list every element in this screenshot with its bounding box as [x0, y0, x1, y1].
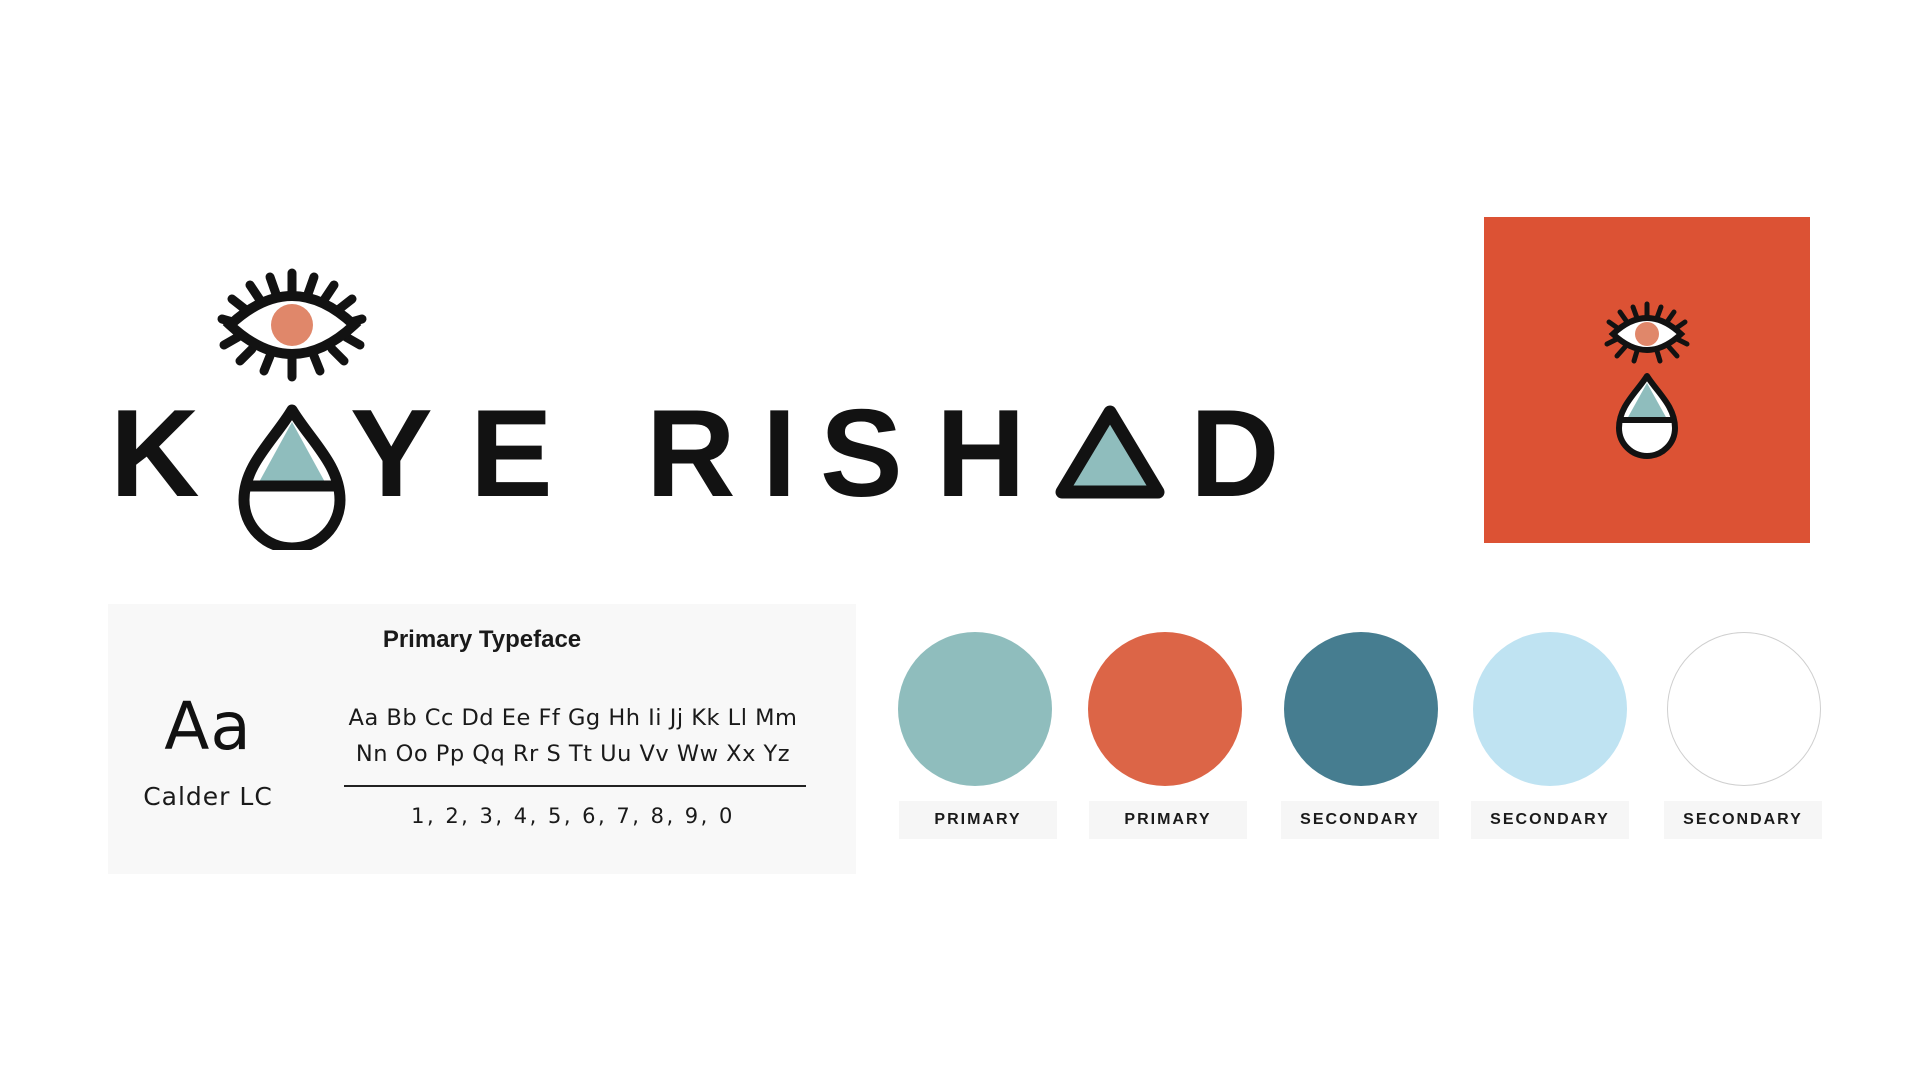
- swatch-secondary-white: [1667, 632, 1821, 786]
- swatch-primary-teal: [898, 632, 1052, 786]
- brand-mark-square: [1484, 217, 1810, 543]
- teardrop-a-icon: [238, 404, 346, 550]
- wordmark-letter-s: S: [820, 385, 903, 523]
- typeface-numbers: 1, 2, 3, 4, 5, 6, 7, 8, 9, 0: [411, 804, 735, 828]
- alphabet-line-2: Nn Oo Pp Qq Rr S Tt Uu Vv Ww Xx Yz: [355, 741, 791, 767]
- typeface-sample: Aa: [164, 688, 252, 765]
- typeface-alphabet: Aa Bb Cc Dd Ee Ff Gg Hh Ii Jj Kk Ll Mm N…: [308, 700, 838, 772]
- swatch-label-2: PRIMARY: [1089, 801, 1247, 839]
- swatch-label-3: SECONDARY: [1281, 801, 1439, 839]
- wordmark-letter-e: E: [470, 385, 553, 523]
- wordmark-svg: K Y E R I S H D: [110, 268, 1280, 550]
- swatch-primary-orange: [1088, 632, 1242, 786]
- wordmark-letter-r: R: [646, 385, 736, 523]
- swatch-label-4: SECONDARY: [1471, 801, 1629, 839]
- alphabet-line-1: Aa Bb Cc Dd Ee Ff Gg Hh Ii Jj Kk Ll Mm: [348, 705, 798, 731]
- typeface-font-name: Calder LC: [143, 782, 273, 811]
- swatch-secondary-blue: [1284, 632, 1438, 786]
- wordmark-letter-d: D: [1190, 385, 1280, 523]
- triangle-a-icon: [1055, 405, 1165, 499]
- brand-wordmark-logo: K Y E R I S H D: [110, 260, 1430, 550]
- wordmark-letter-y: Y: [350, 385, 433, 523]
- wordmark-letter-k: K: [110, 385, 200, 523]
- wordmark-letter-h: H: [936, 385, 1026, 523]
- typeface-panel: Primary Typeface Aa Calder LC Aa Bb Cc D…: [108, 604, 856, 874]
- swatch-label-5: SECONDARY: [1664, 801, 1822, 839]
- typeface-title: Primary Typeface: [382, 626, 582, 653]
- wordmark-letter-i: I: [762, 385, 796, 523]
- eye-tear-mark-icon: [1604, 301, 1690, 459]
- eye-icon: [217, 268, 367, 382]
- swatch-secondary-light-blue: [1473, 632, 1627, 786]
- typeface-divider: [344, 785, 806, 787]
- swatch-label-1: PRIMARY: [899, 801, 1057, 839]
